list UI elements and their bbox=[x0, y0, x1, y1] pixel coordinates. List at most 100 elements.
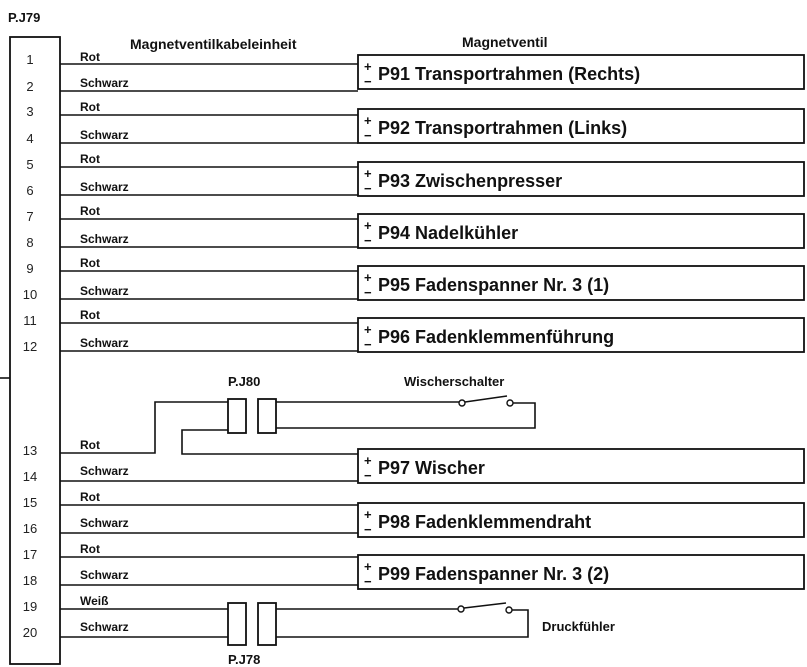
sensor-contact bbox=[505, 606, 513, 614]
polarity-minus: − bbox=[364, 128, 372, 143]
pin-number: 4 bbox=[26, 131, 33, 146]
wire-label-black: Schwarz bbox=[80, 284, 129, 298]
valve-circuit-p98: Rot Schwarz + − P98 Fadenklemmendraht bbox=[60, 490, 805, 538]
pin-number: 3 bbox=[26, 104, 33, 119]
connector-half-right bbox=[257, 398, 277, 434]
pin-number: 2 bbox=[26, 79, 33, 94]
valve-circuit-p94: Rot Schwarz + − P94 Nadelkühler bbox=[60, 204, 805, 249]
connector-half-right bbox=[257, 602, 277, 646]
valve-box bbox=[357, 265, 805, 301]
polarity-plus: + bbox=[364, 507, 372, 522]
wire-sensor-return bbox=[276, 609, 529, 638]
pin-numbers: 1 2 3 4 5 6 7 8 9 10 11 12 13 14 15 16 1… bbox=[23, 52, 37, 640]
connector-half-left bbox=[227, 398, 247, 434]
wire-label-black: Schwarz bbox=[80, 180, 129, 194]
valve-box bbox=[357, 213, 805, 249]
polarity-plus: + bbox=[364, 166, 372, 181]
pin-number: 13 bbox=[23, 443, 37, 458]
wire-label-red: Rot bbox=[80, 100, 100, 114]
pressure-sensor-label: Druckfühler bbox=[542, 619, 615, 634]
valve-box bbox=[357, 554, 805, 590]
wire-label-white: Weiß bbox=[80, 594, 108, 608]
valve-circuit-p95: Rot Schwarz + − P95 Fadenspanner Nr. 3 (… bbox=[60, 256, 805, 301]
pin-number: 19 bbox=[23, 599, 37, 614]
sensor-connector-label: P.J78 bbox=[228, 652, 260, 667]
wire-red bbox=[60, 401, 228, 454]
polarity-minus: − bbox=[364, 285, 372, 300]
valve-box bbox=[357, 317, 805, 353]
valve-label: P93 Zwischenpresser bbox=[378, 171, 562, 191]
valve-label: P96 Fadenklemmenführung bbox=[378, 327, 614, 347]
polarity-plus: + bbox=[364, 113, 372, 128]
switch-contact bbox=[458, 399, 466, 407]
wire-label-black: Schwarz bbox=[80, 516, 129, 530]
valve-circuit-p92: Rot Schwarz + − P92 Transportrahmen (Lin… bbox=[60, 100, 805, 144]
wire-label-red: Rot bbox=[80, 490, 100, 504]
valve-label: P98 Fadenklemmendraht bbox=[378, 512, 591, 532]
connector-block bbox=[9, 36, 61, 665]
wire-label-red: Rot bbox=[80, 308, 100, 322]
polarity-minus: − bbox=[364, 74, 372, 89]
wire-label-red: Rot bbox=[80, 256, 100, 270]
wiper-switch-label: Wischerschalter bbox=[404, 374, 504, 389]
valve-circuit-p96: Rot Schwarz + − P96 Fadenklemmenführung bbox=[60, 308, 805, 353]
pin-number: 7 bbox=[26, 209, 33, 224]
wire-switch-return bbox=[276, 402, 536, 429]
pressure-sensor-circuit: Weiß Schwarz Druckfühler P.J78 bbox=[60, 594, 615, 667]
wire-to-valve bbox=[181, 429, 358, 455]
valve-label: P95 Fadenspanner Nr. 3 (1) bbox=[378, 275, 609, 295]
pin-number: 18 bbox=[23, 573, 37, 588]
valve-box bbox=[357, 448, 805, 484]
wiper-connector-label: P.J80 bbox=[228, 374, 260, 389]
wire-label-black: Schwarz bbox=[80, 568, 129, 582]
wire-label-black: Schwarz bbox=[80, 620, 129, 634]
pin-number: 16 bbox=[23, 521, 37, 536]
header-valve: Magnetventil bbox=[462, 34, 548, 50]
valve-circuit-p93: Rot Schwarz + − P93 Zwischenpresser bbox=[60, 152, 805, 197]
wire-label-black: Schwarz bbox=[80, 336, 129, 350]
connector-name: P.J79 bbox=[8, 10, 40, 25]
wire-label-black: Schwarz bbox=[80, 232, 129, 246]
polarity-minus: − bbox=[364, 468, 372, 483]
switch-lever bbox=[464, 395, 508, 403]
polarity-minus: − bbox=[364, 181, 372, 196]
valve-label: P97 Wischer bbox=[378, 458, 485, 478]
polarity-plus: + bbox=[364, 322, 372, 337]
polarity-plus: + bbox=[364, 453, 372, 468]
wire-label-red: Rot bbox=[80, 542, 100, 556]
wire-label-black: Schwarz bbox=[80, 76, 129, 90]
sensor-lever bbox=[463, 602, 507, 609]
pin-number: 10 bbox=[23, 287, 37, 302]
sensor-contact bbox=[457, 605, 465, 613]
valve-circuit-p91: Rot Schwarz + − P91 Transportrahmen (Rec… bbox=[60, 50, 805, 92]
wire-label-black: Schwarz bbox=[80, 128, 129, 142]
switch-contact bbox=[506, 399, 514, 407]
valve-circuit-p99: Rot Schwarz + − P99 Fadenspanner Nr. 3 (… bbox=[60, 542, 805, 590]
valve-box bbox=[357, 502, 805, 538]
wire-label-red: Rot bbox=[80, 204, 100, 218]
pin-number: 9 bbox=[26, 261, 33, 276]
polarity-plus: + bbox=[364, 59, 372, 74]
pin-number: 5 bbox=[26, 157, 33, 172]
pin-number: 20 bbox=[23, 625, 37, 640]
pin-number: 6 bbox=[26, 183, 33, 198]
wiper-circuit: P.J80 Wischerschalter Rot Schwarz + − P9… bbox=[60, 374, 805, 484]
valve-label: P92 Transportrahmen (Links) bbox=[378, 118, 627, 138]
polarity-minus: − bbox=[364, 574, 372, 589]
polarity-plus: + bbox=[364, 218, 372, 233]
polarity-minus: − bbox=[364, 337, 372, 352]
header-cable-unit: Magnetventilkabeleinheit bbox=[130, 36, 297, 52]
valve-box bbox=[357, 108, 805, 144]
wire-label-black: Schwarz bbox=[80, 464, 129, 478]
polarity-minus: − bbox=[364, 233, 372, 248]
valve-box bbox=[357, 54, 805, 90]
valve-label: P94 Nadelkühler bbox=[378, 223, 518, 243]
connector-half-left bbox=[227, 602, 247, 646]
pin-number: 14 bbox=[23, 469, 37, 484]
pin-number: 15 bbox=[23, 495, 37, 510]
wire-label-red: Rot bbox=[80, 50, 100, 64]
valve-label: P99 Fadenspanner Nr. 3 (2) bbox=[378, 564, 609, 584]
pin-number: 1 bbox=[26, 52, 33, 67]
polarity-minus: − bbox=[364, 522, 372, 537]
